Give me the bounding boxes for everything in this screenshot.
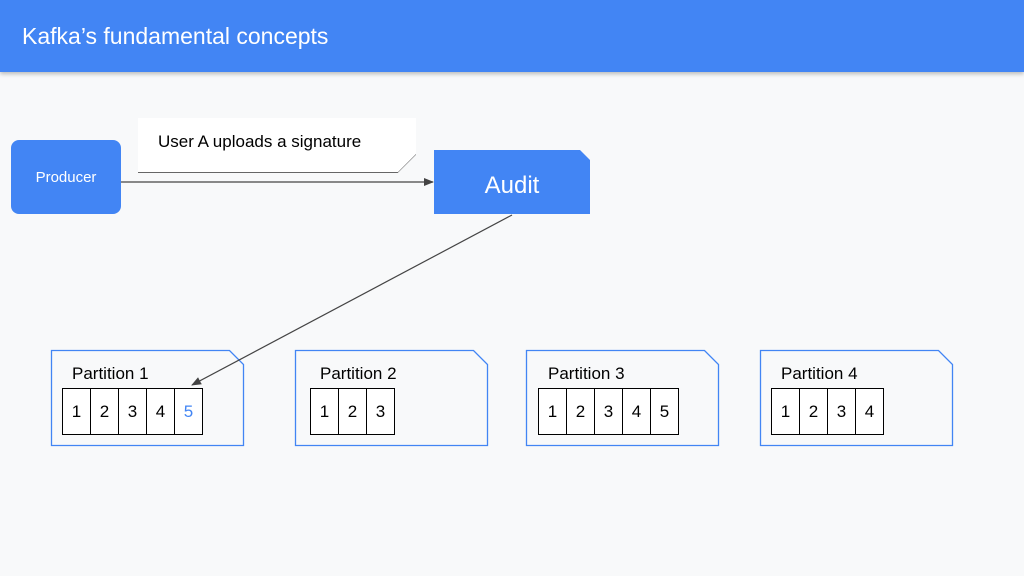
partition-2-offset: 2: [338, 388, 367, 435]
page-title: Kafka’s fundamental concepts: [22, 23, 329, 49]
partition-1-offset: 3: [118, 388, 147, 435]
partition-3-offset: 2: [566, 388, 595, 435]
partition-2-label: Partition 2: [320, 364, 397, 383]
partition-4-offset: 2: [799, 388, 828, 435]
note-background: [138, 118, 416, 172]
audit-topic-node: Audit: [434, 150, 590, 214]
partition-4-label: Partition 4: [781, 364, 858, 383]
partition-2-log: 1 2 3: [310, 388, 395, 435]
producer-node: Producer: [11, 140, 121, 214]
partition-3-offset: 3: [594, 388, 623, 435]
partition-3-label: Partition 3: [548, 364, 625, 383]
partition-1-new-offset: 5: [174, 388, 203, 435]
partition-1-outline: [50, 349, 245, 447]
note-text: User A uploads a signature: [158, 132, 362, 151]
partition-1-offset: 4: [146, 388, 175, 435]
partition-3-offset: 4: [622, 388, 651, 435]
partition-4-offset: 1: [771, 388, 800, 435]
partition-3-log: 1 2 3 4 5: [538, 388, 679, 435]
partition-1-log: 1 2 3 4 5: [62, 388, 203, 435]
partition-3-outline: [525, 349, 720, 447]
partition-2-offset: 3: [366, 388, 395, 435]
partition-1-offset: 2: [90, 388, 119, 435]
partition-2-outline: [294, 349, 489, 447]
producer-label: Producer: [35, 168, 97, 186]
partition-4-offset: 4: [855, 388, 884, 435]
partition-4-offset: 3: [827, 388, 856, 435]
partition-3-offset: 5: [650, 388, 679, 435]
partition-4-log: 1 2 3 4: [771, 388, 884, 435]
partition-1-label: Partition 1: [72, 364, 149, 383]
partition-4-outline: [759, 349, 954, 447]
audit-to-partition-arrow: [191, 214, 513, 386]
audit-label: Audit: [484, 172, 540, 199]
partition-2-offset: 1: [310, 388, 339, 435]
header-bar: Kafka’s fundamental concepts: [0, 0, 1024, 72]
partition-1-offset: 1: [62, 388, 91, 435]
partition-3-offset: 1: [538, 388, 567, 435]
